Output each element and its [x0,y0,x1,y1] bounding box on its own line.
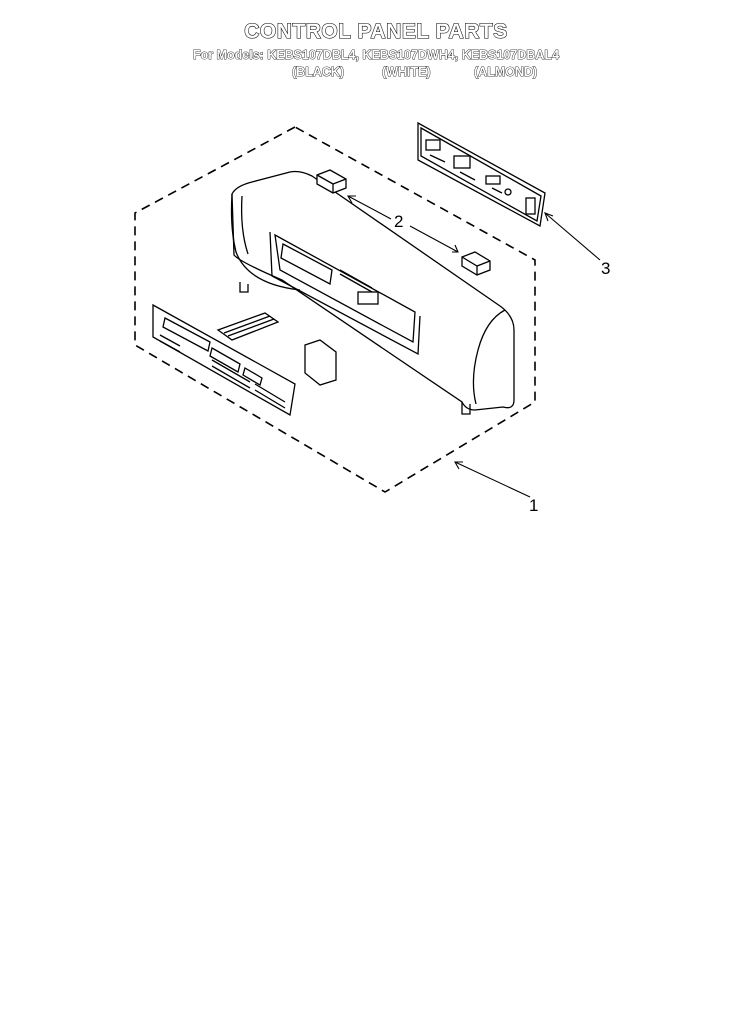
color-variants: (BLACK) (WHITE) (ALMOND) [0,65,752,81]
callout-2: 2 [394,212,403,231]
keypad-overlay [152,303,296,417]
callout-1: 1 [529,496,538,515]
color-almond: (ALMOND) [474,65,538,80]
color-white: (WHITE) [382,65,431,80]
callout-3: 3 [601,259,610,278]
page-title: CONTROL PANEL PARTS [244,19,508,43]
assembly-boundary [134,126,536,493]
control-panel-housing [230,170,515,415]
clip-upper [316,169,347,194]
models-line: For Models: KEBS107DBL4, KEBS107DWH4, KE… [192,48,560,63]
color-black: (BLACK) [292,65,345,80]
leader-lines [347,195,601,498]
control-board [417,121,546,228]
insulator-pad [304,339,337,386]
clip-lower [461,251,491,276]
